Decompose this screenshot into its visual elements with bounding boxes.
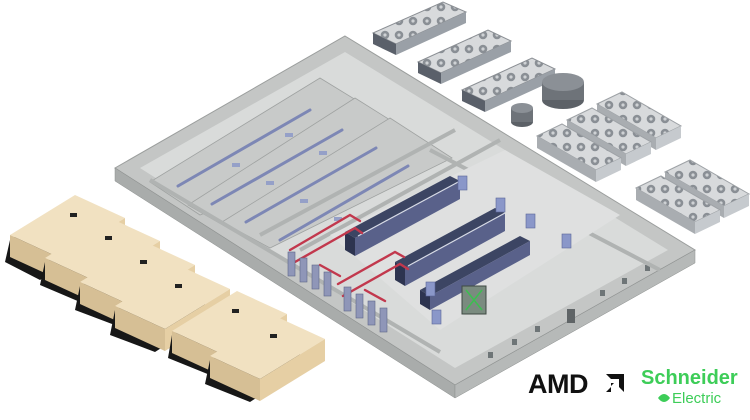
schneider-logo-line1: Schneider — [641, 367, 738, 389]
water-tanks — [511, 73, 584, 127]
amd-logo: AMD — [528, 369, 624, 399]
amd-arrow-icon — [606, 374, 624, 392]
leaf-icon — [658, 394, 670, 402]
door-icon — [567, 309, 575, 323]
dry-cooler-2 — [416, 29, 513, 84]
building — [114, 35, 696, 399]
chiller-5 — [634, 175, 722, 234]
busway-trays — [176, 108, 410, 242]
amd-logo-text: AMD — [528, 369, 588, 399]
schneider-electric-logo: Schneider Electric — [641, 367, 738, 407]
equipment-lift — [461, 285, 487, 315]
dry-coolers — [371, 1, 557, 112]
server-rack-row-1 — [345, 176, 461, 256]
dry-cooler-1 — [371, 1, 468, 55]
cdu-units — [287, 251, 388, 333]
generators — [5, 195, 325, 402]
generator-6 — [205, 316, 325, 402]
dry-cooler-3 — [460, 57, 557, 112]
chillers — [535, 91, 750, 234]
cooling-pipework — [288, 213, 410, 303]
server-rack-row-2 — [395, 208, 506, 286]
schneider-logo-line2: Electric — [672, 390, 722, 407]
cable-corridors — [149, 77, 453, 249]
wall-panels — [425, 175, 572, 325]
chiller-3 — [535, 123, 623, 182]
